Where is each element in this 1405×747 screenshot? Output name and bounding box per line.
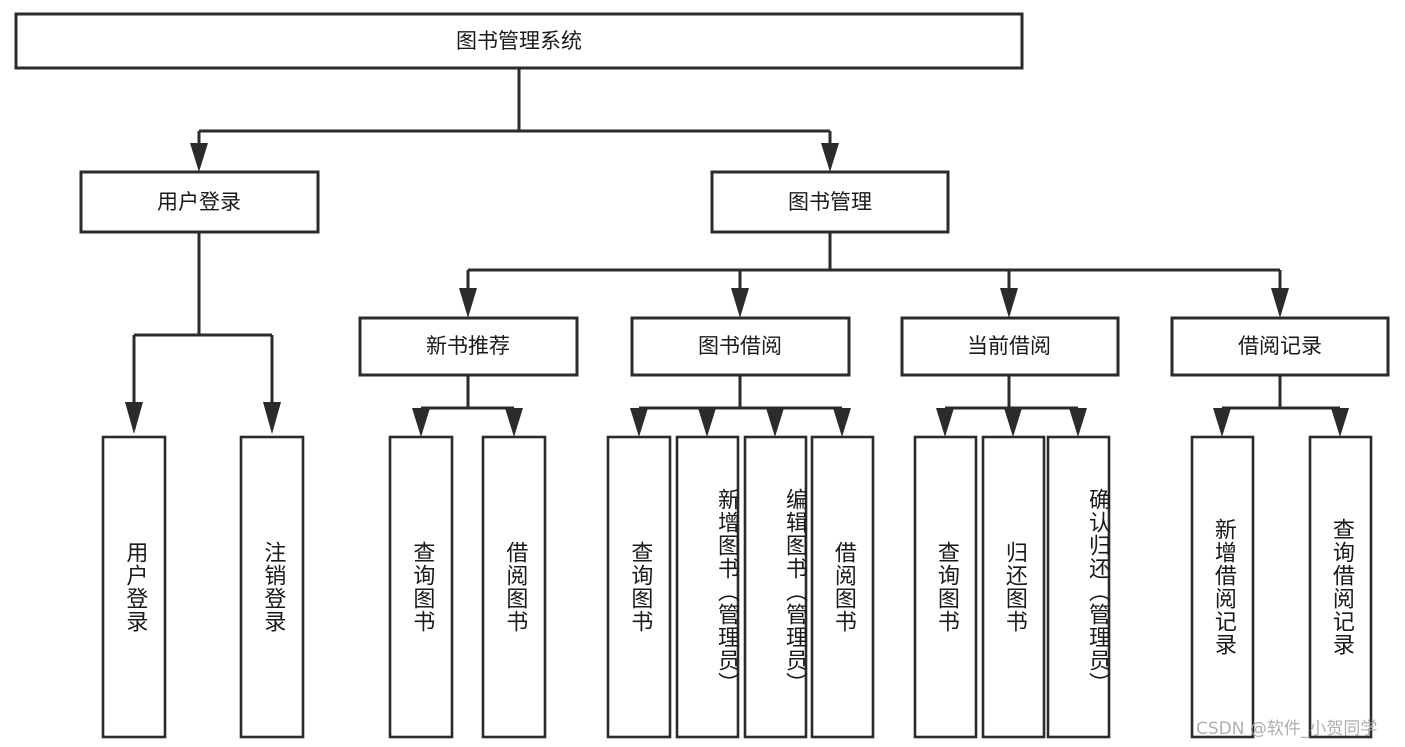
leaf-box-add-book[interactable] [675, 435, 740, 739]
node-title-label: 图书管理系统 [456, 29, 582, 53]
arrow-head-leaf-borrow-book-1 [505, 408, 523, 437]
node-borrow-record-box[interactable] [1170, 316, 1390, 377]
node-new-book-recommend[interactable]: 新书推荐 [358, 316, 579, 377]
arrow-head-leaf-user-login [125, 402, 143, 434]
arrow-head-leaf-return-book [1004, 408, 1022, 437]
arrow-head-leaf-add-record [1213, 408, 1231, 437]
arrow-head-leaf-query-book-2 [630, 408, 648, 437]
leaf-box-query-book-2[interactable] [606, 435, 672, 739]
arrow-head-new-book-recommend [459, 288, 477, 318]
csdn-watermark: CSDN @软件_小贺同学 [1196, 719, 1378, 739]
node-current-borrow[interactable]: 当前借阅 [900, 316, 1120, 377]
node-borrow-record-label: 借阅记录 [1238, 334, 1322, 358]
leaf-box-query-book-1[interactable] [388, 435, 454, 739]
arrow-head-user-login [190, 143, 208, 172]
leaf-box-confirm-return[interactable] [1046, 435, 1111, 739]
node-book-borrow[interactable]: 图书借阅 [630, 316, 851, 377]
node-current-borrow-label: 当前借阅 [967, 334, 1051, 358]
node-user-login-label: 用户登录 [157, 190, 241, 214]
arrow-head-current-borrow [1000, 288, 1018, 318]
node-new-book-recommend-box[interactable] [358, 316, 579, 377]
node-book-management-label: 图书管理 [788, 190, 872, 214]
arrow-head-book-management [821, 143, 839, 172]
leaf-box-query-book-3[interactable] [913, 435, 978, 739]
arrow-head-leaf-query-record [1331, 408, 1349, 437]
leaf-box-borrow-book-2[interactable] [810, 435, 875, 739]
leaf-box-add-record[interactable] [1190, 435, 1255, 739]
node-user-login[interactable]: 用户登录 [79, 170, 320, 234]
node-current-borrow-box[interactable] [900, 316, 1120, 377]
leaf-box-borrow-book-1[interactable] [481, 435, 547, 739]
arrow-head-leaf-query-book-1 [412, 408, 430, 437]
leaf-box-query-record[interactable] [1308, 435, 1373, 739]
arrow-head-leaf-borrow-book-2 [833, 408, 851, 437]
node-book-borrow-box[interactable] [630, 316, 851, 377]
arrow-head-book-borrow [731, 288, 749, 318]
arrow-head-leaf-add-book [698, 408, 716, 437]
leaf-box-edit-book[interactable] [743, 435, 808, 739]
arrow-head-leaf-query-book-3 [936, 408, 954, 437]
leaf-box-return-book[interactable] [981, 435, 1046, 739]
node-new-book-recommend-label: 新书推荐 [426, 334, 510, 358]
arrow-head-leaf-edit-book [766, 408, 784, 437]
leaf-box-logout-login[interactable] [239, 435, 305, 739]
node-borrow-record[interactable]: 借阅记录 [1170, 316, 1390, 377]
leaf-box-user-login[interactable] [101, 435, 167, 739]
node-book-management-box[interactable] [710, 170, 950, 234]
arrow-head-leaf-confirm-return [1069, 408, 1087, 437]
node-title-box[interactable] [14, 12, 1024, 70]
node-book-borrow-label: 图书借阅 [698, 334, 782, 358]
node-book-management[interactable]: 图书管理 [710, 170, 950, 234]
node-title[interactable]: 图书管理系统 [14, 12, 1024, 70]
arrow-head-borrow-record [1271, 288, 1289, 318]
arrow-head-leaf-logout-login [263, 402, 281, 434]
